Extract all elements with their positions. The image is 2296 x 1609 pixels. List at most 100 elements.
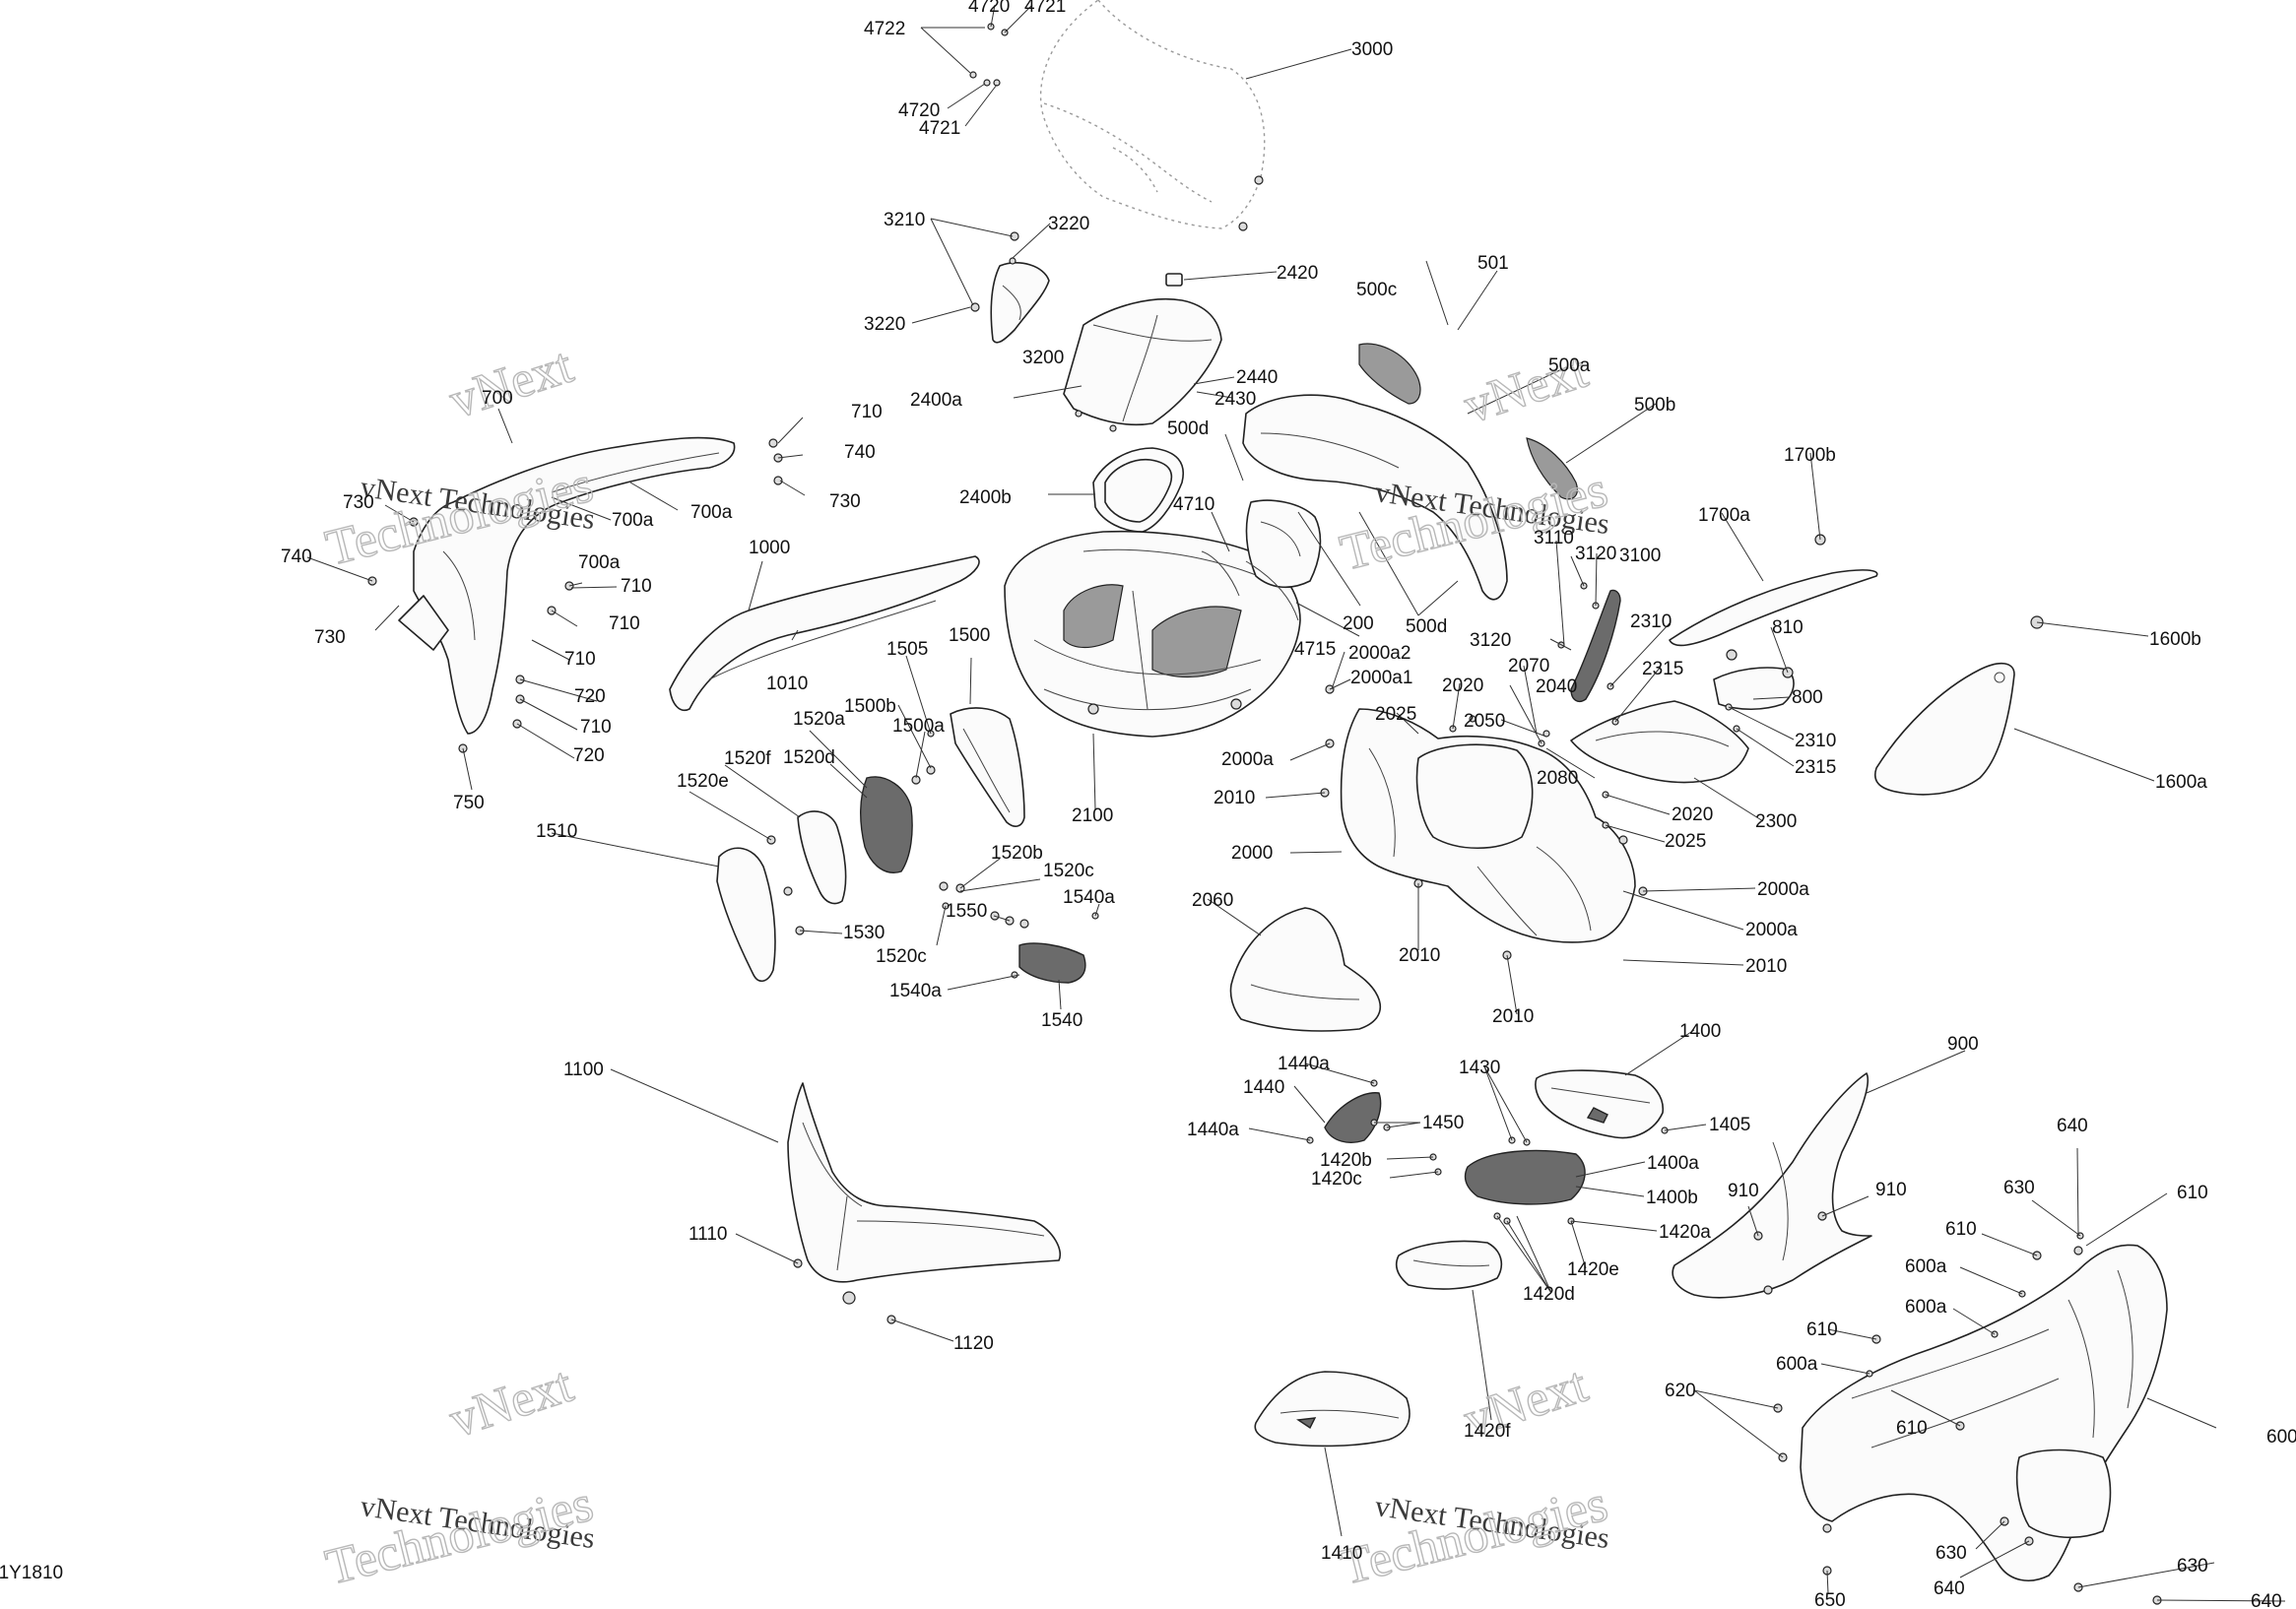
callout-label: 750 [453,793,485,813]
part-500-dash-upper [1201,343,1578,621]
callout-label: 4721 [919,118,960,139]
callout-label: 730 [829,491,861,512]
callout-label: 600a [1905,1256,1947,1277]
callout-label: 2100 [1072,805,1113,826]
part-1510-speaker-housing [716,730,1099,984]
callout-label: 630 [2177,1556,2208,1577]
callout-label: 720 [573,745,605,766]
callout-label: 800 [1792,687,1823,708]
callout-label: 2060 [1192,890,1233,911]
callout-label: 3120 [1575,544,1616,564]
part-2000-console-body [1320,684,1648,960]
part-2400b-gasket [1092,447,1184,533]
callout-label: 2430 [1214,389,1256,410]
callout-label: 500d [1406,616,1447,637]
callout-label: 2000a [1745,920,1798,940]
callout-label: 1540 [1041,1010,1082,1031]
callout-label: 4721 [1024,0,1066,17]
drawing-code: 31Y1810 [0,1563,63,1583]
callout-label: 3220 [1048,214,1089,234]
callout-label: 1600a [2155,772,2207,793]
callout-label: 2000a [1221,749,1274,770]
callout-label: 2010 [1745,956,1787,977]
callout-label: 4720 [898,100,940,121]
callout-label: 600a [1905,1297,1947,1318]
callout-label: 810 [1772,617,1804,638]
part-1100-lower-fairing [787,1082,1061,1324]
part-3200-side-trim [970,231,1050,344]
callout-label: 700a [690,502,733,523]
callout-label: 710 [609,613,640,634]
callout-label: 1505 [886,639,928,660]
callout-label: 1420a [1659,1222,1711,1243]
callout-label: 2315 [1795,757,1836,778]
callout-label: 1520c [1043,861,1094,881]
part-1410-speaker-cover [1254,1371,1410,1448]
callout-label: 710 [621,576,652,597]
callout-label: 2000a1 [1350,668,1412,688]
callout-label: 3200 [1022,348,1064,368]
callout-label: 630 [1935,1543,1967,1564]
part-2060-console-insert [1229,907,1381,1032]
callout-label: 1110 [689,1224,727,1245]
part-1420-speaker-assembly [1395,1136,1586,1290]
callout-label: 700a [612,510,654,531]
callout-label: 610 [2177,1183,2208,1203]
callout-label: 640 [2057,1116,2088,1136]
callout-label: 1700b [1784,445,1836,466]
callout-label: 1500b [844,696,896,717]
callout-label: 1100 [563,1060,604,1080]
callout-label: 1500 [949,625,990,646]
part-3000-windshield [969,0,1266,231]
callout-label: 2070 [1508,656,1549,676]
callout-label: 2020 [1442,676,1483,696]
part-1500-side-cover [950,707,1025,827]
callout-label: 600 [2266,1427,2296,1448]
callout-label: 4722 [864,19,905,39]
callout-label: 1400 [1679,1021,1721,1042]
callout-label: 710 [564,649,596,670]
callout-label: 3120 [1470,630,1511,651]
callout-label: 2400a [910,390,962,411]
watermark-word1: vNext [443,338,580,430]
callout-label: 640 [1934,1578,1965,1599]
callout-label: 740 [844,442,876,463]
callout-label: 4715 [1294,639,1336,660]
callout-label: 2010 [1214,788,1255,808]
callout-label: 3110 [1534,528,1574,548]
callout-label: 1520f [724,748,771,769]
callout-label: 2010 [1492,1006,1534,1027]
callout-label: 1405 [1709,1115,1750,1135]
callout-label: 3100 [1619,546,1661,566]
callout-label: 1400b [1646,1188,1698,1208]
callout-label: 200 [1343,613,1374,634]
callout-label: 2050 [1464,711,1505,732]
callout-label: 1520b [991,843,1043,864]
callout-label: 640 [2251,1591,2282,1609]
callout-label: 730 [314,627,346,648]
callout-label: 1540a [1063,887,1115,908]
callout-label: 1440 [1243,1077,1284,1098]
callout-label: 1550 [946,901,987,922]
callout-label: 1440a [1187,1120,1239,1140]
callout-label: 1700a [1698,505,1750,526]
callout-label: 3220 [864,314,905,335]
part-900-right-fairing [1672,1072,1872,1299]
callout-label: 4720 [968,0,1010,17]
part-600-right-frame [1773,1232,2168,1605]
callout-label: 740 [281,547,312,567]
callout-label: 3000 [1351,39,1393,60]
callout-label: 2315 [1642,659,1683,679]
callout-label: 1120 [953,1333,994,1354]
callout-label: 1520c [876,946,927,967]
callout-label: 1410 [1321,1543,1362,1564]
callout-label: 2010 [1399,945,1440,966]
callout-label: 2310 [1630,611,1672,632]
watermark-word1: vNext [443,1357,580,1449]
watermark-bottom-left: vNext vNext Technologies Technologies [320,1356,599,1597]
callout-label: 2420 [1277,263,1318,284]
callout-label: 620 [1665,1381,1696,1401]
callout-label: 610 [1945,1219,1977,1240]
